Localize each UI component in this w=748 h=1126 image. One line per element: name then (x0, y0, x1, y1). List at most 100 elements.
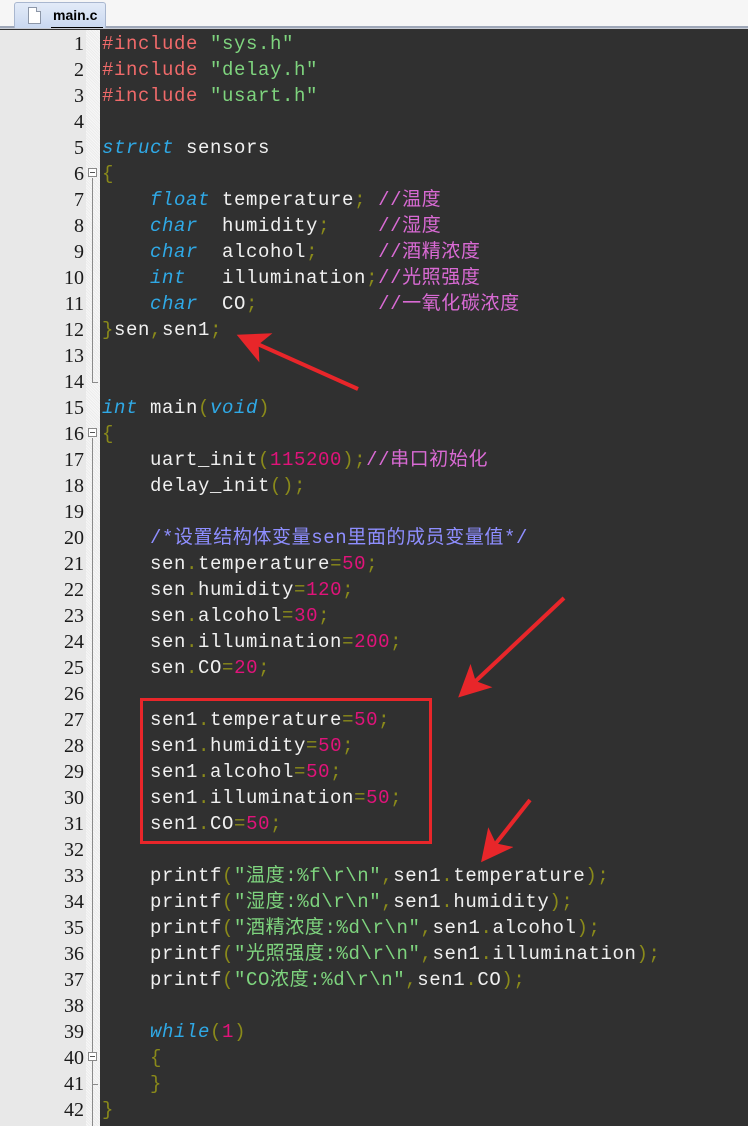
code-line[interactable]: 23 sen.alcohol=30; (0, 603, 748, 629)
code-text: printf("湿度:%d\r\n",sen1.humidity); (102, 889, 573, 915)
code-token: float (150, 189, 211, 211)
code-token: ); (549, 891, 574, 913)
code-line[interactable]: 6{ (0, 161, 748, 187)
line-number: 11 (64, 293, 84, 315)
code-token: printf (102, 865, 223, 887)
code-line[interactable]: 3#include "usart.h" (0, 83, 748, 109)
code-line[interactable]: 4 (0, 109, 748, 135)
code-token: CO (198, 657, 223, 679)
code-line[interactable]: 26 (0, 681, 748, 707)
code-line[interactable]: 11 char CO; //一氧化碳浓度 (0, 291, 748, 317)
code-line[interactable]: 9 char alcohol; //酒精浓度 (0, 239, 748, 265)
code-line[interactable]: 33 printf("温度:%f\r\n",sen1.temperature); (0, 863, 748, 889)
code-token: 50 (318, 735, 343, 757)
code-line[interactable]: 13 (0, 343, 748, 369)
code-token: ; (318, 605, 331, 627)
line-number: 15 (64, 397, 84, 419)
code-line[interactable]: 29 sen1.alcohol=50; (0, 759, 748, 785)
code-line[interactable]: 20 /*设置结构体变量sen里面的成员变量值*/ (0, 525, 748, 551)
code-token: sensors (174, 137, 271, 159)
code-line[interactable]: 35 printf("酒精浓度:%d\r\n",sen1.alcohol); (0, 915, 748, 941)
code-token: 20 (234, 657, 259, 679)
code-line[interactable]: 31 sen1.CO=50; (0, 811, 748, 837)
code-text: { (102, 421, 114, 447)
fold-guide (92, 178, 93, 382)
code-token: #include (102, 59, 199, 81)
code-editor[interactable] (100, 30, 748, 1126)
code-token: illumination (492, 943, 637, 965)
code-token: char (150, 215, 199, 237)
code-line[interactable]: 40 { (0, 1045, 748, 1071)
code-token: uart_init (102, 449, 259, 471)
code-token: ( (222, 865, 235, 887)
code-line[interactable]: 1#include "sys.h" (0, 31, 748, 57)
code-token: . (480, 943, 493, 965)
code-token: . (441, 891, 454, 913)
code-token: . (186, 657, 199, 679)
code-text: struct sensors (102, 135, 270, 161)
code-token: . (465, 969, 478, 991)
code-text: #include "usart.h" (102, 83, 318, 109)
code-line[interactable]: 27 sen1.temperature=50; (0, 707, 748, 733)
line-number: 16 (64, 423, 84, 445)
code-line[interactable]: 42} (0, 1097, 748, 1123)
code-token (102, 215, 150, 237)
line-number: 26 (64, 683, 84, 705)
code-token: temperature (210, 189, 355, 211)
code-line[interactable]: 19 (0, 499, 748, 525)
code-line[interactable]: 38 (0, 993, 748, 1019)
code-token: = (234, 813, 247, 835)
code-line[interactable]: 32 (0, 837, 748, 863)
code-line[interactable]: 21 sen.temperature=50; (0, 551, 748, 577)
code-line[interactable]: 22 sen.humidity=120; (0, 577, 748, 603)
code-token: ( (222, 943, 235, 965)
tab-bar: main.c (0, 0, 748, 29)
fold-collapse-icon[interactable] (88, 168, 97, 177)
code-line[interactable]: 10 int illumination;//光照强度 (0, 265, 748, 291)
code-line[interactable]: 12}sen,sen1; (0, 317, 748, 343)
code-line[interactable]: 17 uart_init(115200);//串口初始化 (0, 447, 748, 473)
line-number: 18 (64, 475, 84, 497)
line-number: 36 (64, 943, 84, 965)
code-token: ( (222, 891, 235, 913)
code-line[interactable]: 18 delay_init(); (0, 473, 748, 499)
code-text: { (102, 1045, 162, 1071)
code-text: sen.alcohol=30; (102, 603, 330, 629)
code-token: 50 (342, 553, 367, 575)
fold-collapse-icon[interactable] (88, 428, 97, 437)
code-token: sen1 (393, 891, 442, 913)
code-line[interactable]: 8 char humidity; //湿度 (0, 213, 748, 239)
code-line[interactable]: 28 sen1.humidity=50; (0, 733, 748, 759)
code-line[interactable]: 39 while(1) (0, 1019, 748, 1045)
code-token: //酒精浓度 (318, 241, 481, 263)
line-number: 22 (64, 579, 84, 601)
code-line[interactable]: 36 printf("光照强度:%d\r\n",sen1.illuminatio… (0, 941, 748, 967)
code-token: alcohol (198, 241, 307, 263)
code-line[interactable]: 34 printf("湿度:%d\r\n",sen1.humidity); (0, 889, 748, 915)
code-token: humidity (453, 891, 550, 913)
code-text: }sen,sen1; (102, 317, 222, 343)
code-line[interactable]: 41 } (0, 1071, 748, 1097)
tab-main-c[interactable]: main.c (14, 2, 106, 29)
code-token: } (102, 1099, 115, 1121)
code-line[interactable]: 24 sen.illumination=200; (0, 629, 748, 655)
code-line[interactable]: 16 { (0, 421, 748, 447)
code-token: { (102, 423, 115, 445)
code-line[interactable]: 25 sen.CO=20; (0, 655, 748, 681)
tab-active-indicator (51, 27, 103, 29)
code-line[interactable]: 2#include "delay.h" (0, 57, 748, 83)
fold-end-marker (92, 1084, 98, 1085)
code-token: illumination (186, 267, 367, 289)
code-line[interactable]: 37 printf("CO浓度:%d\r\n",sen1.CO); (0, 967, 748, 993)
code-token: ; (342, 579, 355, 601)
code-line[interactable]: 14 (0, 369, 748, 395)
code-token: humidity (198, 215, 319, 237)
code-line[interactable]: 30 sen1.illumination=50; (0, 785, 748, 811)
code-token: "光照强度:%d\r\n" (234, 943, 421, 965)
line-number: 27 (64, 709, 84, 731)
line-number: 35 (64, 917, 84, 939)
code-line[interactable]: 7 float temperature; //温度 (0, 187, 748, 213)
fold-collapse-icon[interactable] (88, 1052, 97, 1061)
